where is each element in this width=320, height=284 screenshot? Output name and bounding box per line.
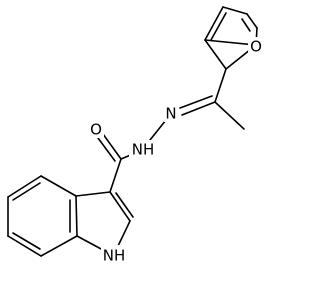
- bond-furan-c2-ring: [204, 39, 227, 70]
- atom-text-indole-nitrogen: NH: [103, 247, 126, 265]
- atom-label-indole-nitrogen: NH: [101, 245, 127, 265]
- carbonyl-group: [97, 133, 122, 193]
- atom-text-carbonyl-oxygen: O: [90, 121, 102, 139]
- bond-c3-c2: [109, 191, 131, 222]
- bond-furan-c4-c5: [246, 13, 258, 29]
- hydrazone-linker: [120, 68, 245, 160]
- bond-n-n: [149, 119, 167, 141]
- indole-pyrrole-ring: [75, 191, 134, 251]
- bond-c3-c3a: [75, 191, 111, 197]
- bond-c4-c5-inner: [12, 182, 41, 201]
- bond-c3a-c7a: [75, 195, 78, 237]
- bond-c4-c5: [7, 175, 42, 198]
- atom-text-furan-oxygen: O: [250, 38, 262, 56]
- bond-c7-c7a: [40, 235, 78, 257]
- bond-furan-o-c2: [204, 39, 257, 46]
- bond-carbonyl-c-o-1: [102, 133, 122, 160]
- bond-imine-double-1: [181, 101, 216, 116]
- bond-c-furan-to-imine-carbon: [214, 68, 227, 103]
- atom-text-imine-nitrogen: N: [165, 105, 176, 123]
- molecule-structure-diagram: O NH N O NH: [7, 6, 264, 265]
- bond-c3a-c4: [40, 175, 77, 197]
- bond-furan-c4-c5-inner: [241, 18, 251, 32]
- atom-label-furan-oxygen: O: [248, 37, 264, 56]
- bond-c3-c2-inner: [115, 192, 134, 218]
- bond-c2-n1: [117, 220, 131, 247]
- bond-imine-double-2: [179, 95, 213, 109]
- bond-c6-c7: [7, 235, 42, 257]
- bond-furan-c2-c3-inner: [210, 12, 227, 41]
- indole-benzene-ring: [7, 175, 78, 257]
- atom-text-amide-nitrogen: NH: [132, 141, 155, 159]
- bond-carbonyl-c-o-2: [97, 137, 116, 162]
- bond-n1-c7a: [76, 235, 104, 251]
- furan-ring: [204, 6, 258, 70]
- bond-carbonyl-c-indole-c3: [109, 158, 122, 193]
- bond-furan-c3-c4: [222, 6, 248, 15]
- atom-label-amide-nitrogen: NH: [129, 140, 155, 159]
- atom-label-carbonyl-oxygen: O: [88, 120, 104, 139]
- bond-c6-c7-inner: [12, 232, 41, 250]
- bond-furan-c2-c3: [204, 6, 224, 41]
- bond-imine-carbon-methyl: [214, 101, 245, 130]
- atom-label-imine-nitrogen: N: [164, 104, 178, 123]
